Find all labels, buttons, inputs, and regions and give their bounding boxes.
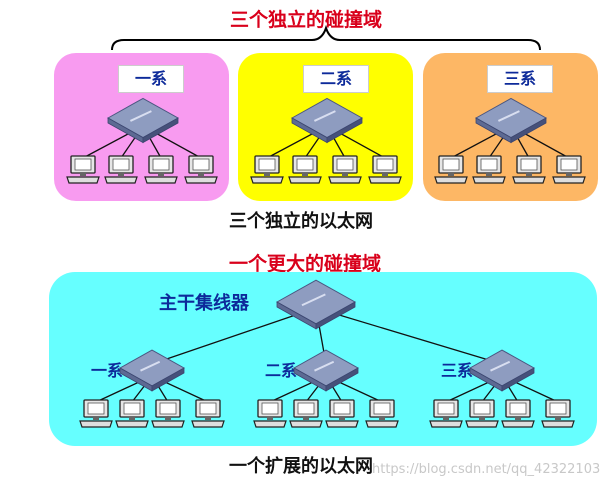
- department-label-2: 二系: [303, 65, 369, 93]
- department-hub-3: [474, 97, 548, 144]
- bottom-department-label-2: 二系: [265, 361, 298, 380]
- top-caption: 三个独立的以太网: [229, 211, 373, 232]
- bottom-department-label-1: 一系: [91, 361, 124, 380]
- computer-icon: [434, 155, 468, 184]
- computer-icon: [289, 399, 323, 428]
- sub-hub-1: [118, 349, 186, 392]
- computer-icon: [429, 399, 463, 428]
- computer-icon: [501, 399, 535, 428]
- computer-icon: [104, 155, 138, 184]
- department-label-1: 一系: [118, 65, 184, 93]
- backbone-cable: [151, 307, 317, 365]
- computer-icon: [541, 399, 575, 428]
- computer-icon: [79, 399, 113, 428]
- bottom-caption: 一个扩展的以太网: [229, 456, 373, 477]
- computer-icon: [512, 155, 546, 184]
- computer-icon: [191, 399, 225, 428]
- sub-hub-3: [468, 349, 536, 392]
- computer-icon: [151, 399, 185, 428]
- bottom-department-label-3: 三系: [441, 361, 474, 380]
- computer-icon: [66, 155, 100, 184]
- computer-icon: [250, 155, 284, 184]
- computer-icon: [288, 155, 322, 184]
- computer-icon: [115, 399, 149, 428]
- computer-icon: [472, 155, 506, 184]
- computer-icon: [328, 155, 362, 184]
- computer-icon: [465, 399, 499, 428]
- watermark: https://blog.csdn.net/qq_42322103: [372, 462, 601, 477]
- trunk-hub: [275, 279, 357, 330]
- computer-icon: [552, 155, 586, 184]
- department-label-3: 三系: [487, 65, 553, 93]
- computer-icon: [365, 399, 399, 428]
- top-title: 三个独立的碰撞域: [230, 9, 383, 31]
- computer-icon: [253, 399, 287, 428]
- trunk-hub-label: 主干集线器: [159, 293, 249, 314]
- backbone-cable: [315, 307, 503, 365]
- department-hub-1: [106, 97, 180, 144]
- sub-hub-2: [292, 349, 360, 392]
- bottom-title: 一个更大的碰撞域: [229, 253, 382, 275]
- computer-icon: [368, 155, 402, 184]
- department-hub-2: [290, 97, 364, 144]
- computer-icon: [144, 155, 178, 184]
- computer-icon: [184, 155, 218, 184]
- computer-icon: [325, 399, 359, 428]
